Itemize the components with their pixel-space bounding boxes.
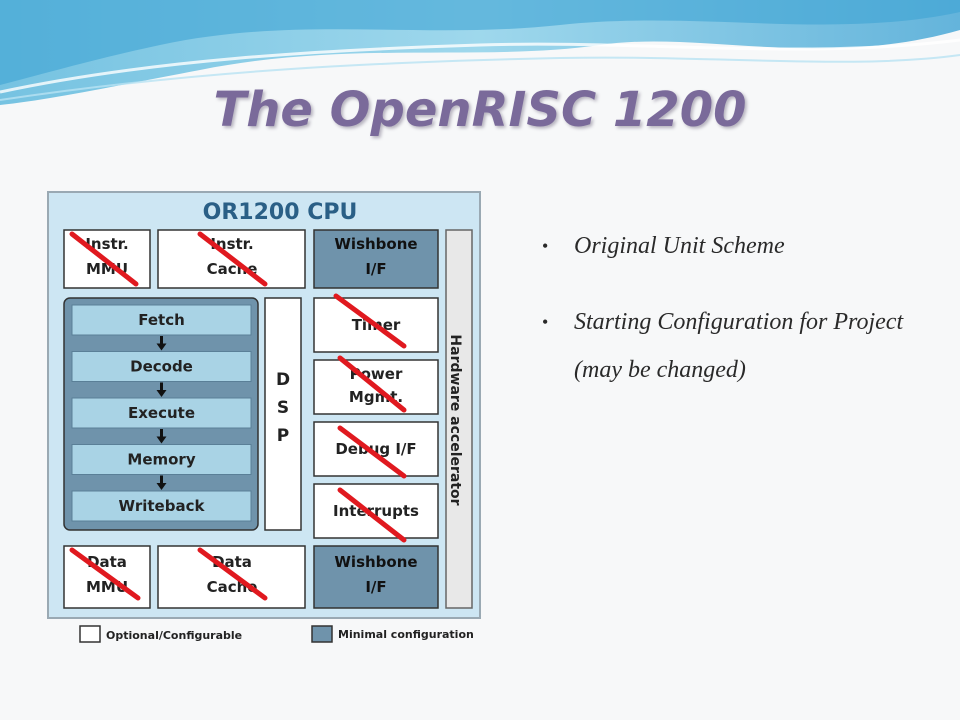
bullet-item-1: • Original Unit Scheme [542,222,942,270]
wishbone-top-label-1: Wishbone [334,235,417,253]
dsp-label-p: P [277,426,289,446]
pipeline-stage-label: Fetch [138,311,185,329]
dsp-label-s: S [277,398,289,418]
legend-optional-label: Optional/Configurable [106,629,242,642]
bullet-list: • Original Unit Scheme • Starting Config… [542,222,942,394]
pipeline-stage-label: Writeback [119,497,206,515]
dsp-box [264,297,302,531]
legend-minimal-label: Minimal configuration [338,628,474,641]
interrupts-label: Interrupts [333,502,419,520]
cross-debug-if [337,425,407,479]
cross-power-mgmt [337,355,407,413]
instr-cache-label-2: Cache [207,260,258,278]
pipeline-stage-box [71,397,252,429]
pipeline-stage-box [71,304,252,336]
pipeline-stage-box [71,444,252,475]
wishbone-top-box [313,229,439,289]
cross-interrupts [337,487,407,543]
pipeline-stage-label: Execute [128,404,195,422]
bullet-item-2: • Starting Configuration for Project (ma… [542,298,942,394]
cross-timer [333,293,407,349]
debug-if-box [313,421,439,477]
power-mgmt-label-2: Mgmt. [349,388,403,406]
bullet-text-1: Original Unit Scheme [574,233,785,259]
removed-unit-marks [69,231,407,601]
pipeline-arrow-head-icon [156,390,167,397]
legend-optional-swatch [79,625,101,643]
bullet-text-2: Starting Configuration for Project (may … [574,309,904,383]
instr-mmu-label-1: Instr. [85,235,128,253]
interrupts-box [313,483,439,539]
cross-data-cache [197,547,268,601]
wishbone-top-label-2: I/F [365,260,386,278]
hw-accelerator-box [445,229,473,609]
wishbone-bottom-box [313,545,439,609]
instr-mmu-label-2: MMU [86,260,128,278]
pipeline-stage-label: Decode [130,358,193,376]
dsp-label-d: D [276,370,290,390]
pipeline-arrow-head-icon [156,483,167,490]
pipeline-stage-box [71,490,252,522]
wishbone-bottom-label-2: I/F [365,578,386,596]
hw-accelerator-label: Hardware accelerator [447,334,463,505]
legend-minimal-swatch [311,625,333,643]
cross-data-mmu [69,547,141,601]
pipeline-arrow-head-icon [156,436,167,444]
bullet-dot-icon: • [542,312,549,332]
slide-title: The OpenRISC 1200 [213,82,747,138]
pipeline-stage-label: Memory [127,451,195,469]
pipeline-arrow-head-icon [156,343,167,351]
pipeline-stage-box [71,351,252,382]
debug-if-label: Debug I/F [335,440,416,458]
cpu-label: OR1200 CPU [203,200,358,225]
cross-instr-mmu [69,231,139,287]
bullet-dot-icon: • [542,236,549,256]
wishbone-bottom-label-1: Wishbone [334,553,417,571]
cross-instr-cache [197,231,268,287]
data-cache-box [157,545,306,609]
